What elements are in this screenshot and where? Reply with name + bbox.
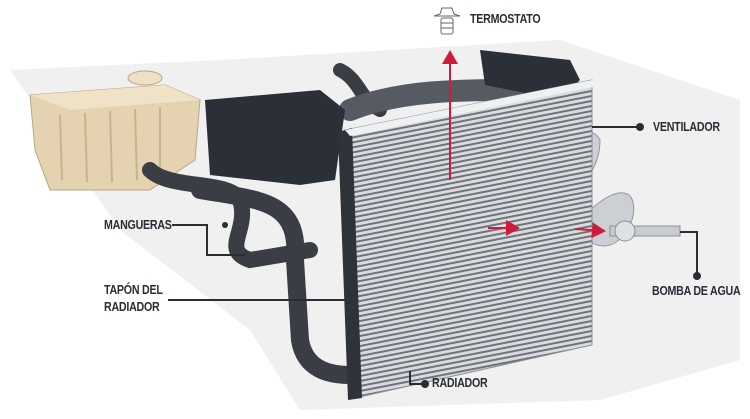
leader-lines — [168, 126, 698, 385]
label-radiator-cap-line2: RADIADOR — [104, 299, 160, 314]
label-fan: VENTILADOR — [653, 119, 720, 134]
radiator — [338, 79, 598, 400]
label-hoses: MANGUERAS — [104, 217, 172, 232]
flow-arrow-pump — [574, 222, 606, 239]
thermostat-icon — [433, 7, 461, 35]
label-radiator: RADIADOR — [432, 375, 488, 390]
flow-arrows — [442, 50, 606, 239]
hoses — [142, 63, 531, 384]
label-radiator-cap-line1: TAPÓN DEL — [104, 282, 163, 297]
label-water-pump: BOMBA DE AGUA — [652, 283, 741, 298]
label-thermostat: TERMOSTATO — [470, 11, 541, 26]
coolant-reservoir — [29, 70, 201, 191]
leader-dots — [222, 123, 701, 388]
